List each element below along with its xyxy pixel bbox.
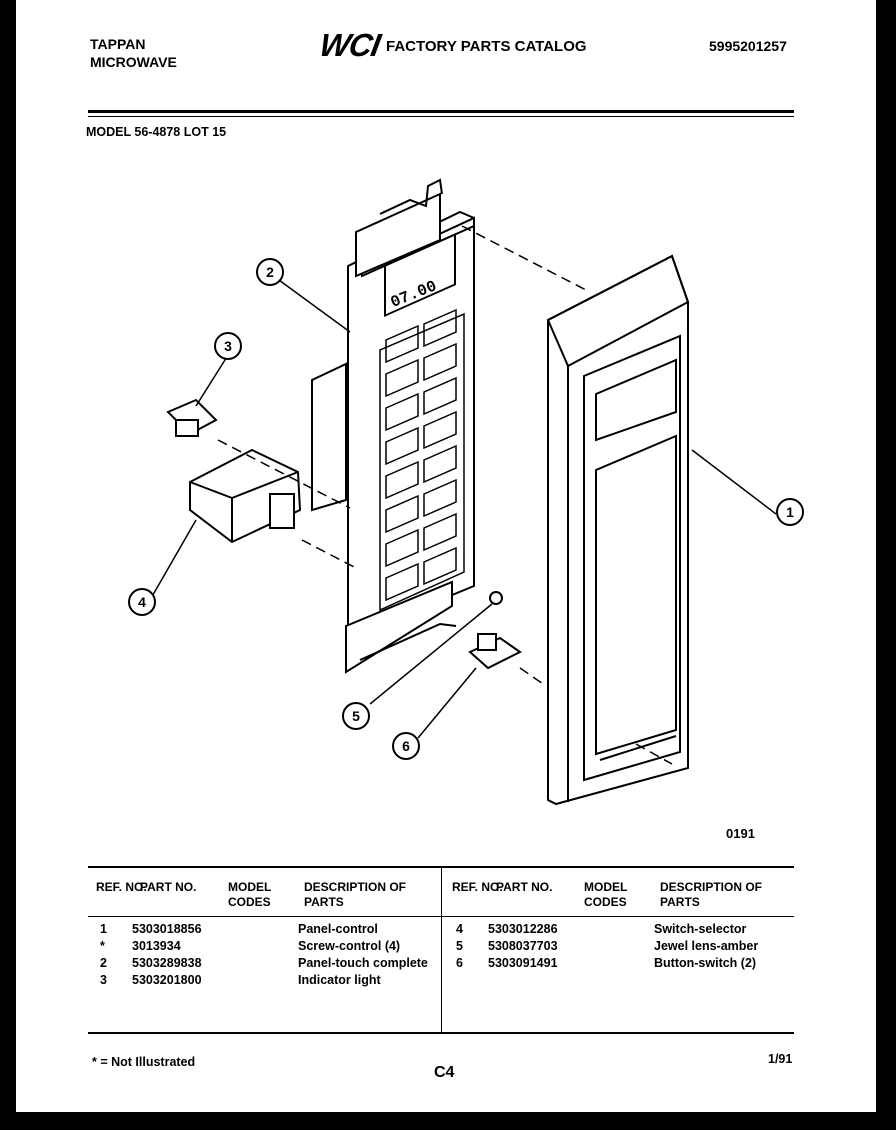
keypad-key (385, 392, 419, 432)
catalog-title: FACTORY PARTS CATALOG (386, 38, 587, 55)
footnote: * = Not Illustrated (92, 1055, 196, 1069)
indicator-light-drawing (166, 398, 218, 437)
callout-2: 2 (256, 258, 284, 286)
callout-1: 1 (776, 498, 804, 526)
keypad-key (385, 426, 419, 466)
exploded-parts-diagram: 07.00 (149, 178, 777, 806)
keypad-key (423, 410, 457, 450)
row-part: 5303018856 (132, 922, 202, 936)
table-bottom-rule (88, 1032, 794, 1034)
keypad-key (423, 512, 457, 552)
table-divider (441, 868, 442, 1032)
header-part-no-right: PART NO. (496, 880, 553, 894)
brand-line-1: TAPPAN (90, 36, 146, 52)
header-model-codes-right: MODEL CODES (584, 880, 628, 909)
header-ref-no-left: REF. NO. (96, 880, 147, 894)
callout-6: 6 (392, 732, 420, 760)
row-desc: Panel-touch complete (298, 956, 428, 970)
panel-control-drawing (546, 254, 690, 806)
keypad-keys (385, 308, 457, 602)
keypad-key (423, 478, 457, 518)
row-desc: Screw-control (4) (298, 939, 401, 953)
catalog-page: TAPPAN MICROWAVE WCI FACTORY PARTS CATAL… (16, 0, 876, 1112)
keypad-key (423, 376, 457, 416)
model-line: MODEL 56-4878 LOT 15 (86, 125, 227, 139)
keypad-key (423, 444, 457, 484)
row-ref: 1 (100, 922, 107, 936)
row-desc: Button-switch (2) (654, 956, 757, 970)
row-desc: Switch-selector (654, 922, 747, 936)
header-model-codes-left: MODEL CODES (228, 880, 272, 909)
row-part: 5303289838 (132, 956, 202, 970)
row-desc: Indicator light (298, 973, 381, 987)
row-ref: 2 (100, 956, 107, 970)
row-desc: Jewel lens-amber (654, 939, 759, 953)
jewel-lens-drawing (489, 591, 503, 605)
switch-selector-drawing (189, 448, 302, 544)
row-part: 3013934 (132, 939, 181, 953)
header-ref-no-right: REF. NO. (452, 880, 503, 894)
callout-4: 4 (128, 588, 156, 616)
row-ref: * (100, 939, 105, 953)
table-top-rule (88, 866, 794, 868)
keypad-drawing (379, 312, 465, 612)
row-part: 5308037703 (488, 939, 558, 953)
revision-date: 1/91 (768, 1052, 793, 1066)
header-part-no-left: PART NO. (140, 880, 197, 894)
row-part: 5303201800 (132, 973, 202, 987)
row-ref: 6 (456, 956, 463, 970)
row-part: 5303091491 (488, 956, 558, 970)
brand-line-2: MICROWAVE (90, 54, 177, 70)
keypad-key (423, 308, 457, 348)
row-ref: 5 (456, 939, 463, 953)
catalog-number: 5995201257 (709, 38, 787, 54)
keypad-key (423, 546, 457, 586)
keypad-key (385, 324, 419, 364)
row-ref: 3 (100, 973, 107, 987)
keypad-key (385, 528, 419, 568)
header-description-right: DESCRIPTION OF PARTS (660, 880, 763, 909)
keypad-key (423, 342, 457, 382)
keypad-key (385, 358, 419, 398)
figure-code: 0191 (726, 826, 755, 841)
keypad-key (385, 460, 419, 500)
header-rule-thin (88, 116, 794, 117)
button-switch-drawing (468, 633, 522, 670)
row-desc: Panel-control (298, 922, 378, 936)
callout-5: 5 (342, 702, 370, 730)
panel-touch-drawing (311, 178, 475, 674)
page-code: C4 (434, 1064, 455, 1081)
row-ref: 4 (456, 922, 463, 936)
keypad-key (385, 494, 419, 534)
keypad-key (385, 562, 419, 602)
row-part: 5303012286 (488, 922, 558, 936)
header-description-left: DESCRIPTION OF PARTS (304, 880, 407, 909)
callout-3: 3 (214, 332, 242, 360)
header-rule-thick (88, 110, 794, 113)
